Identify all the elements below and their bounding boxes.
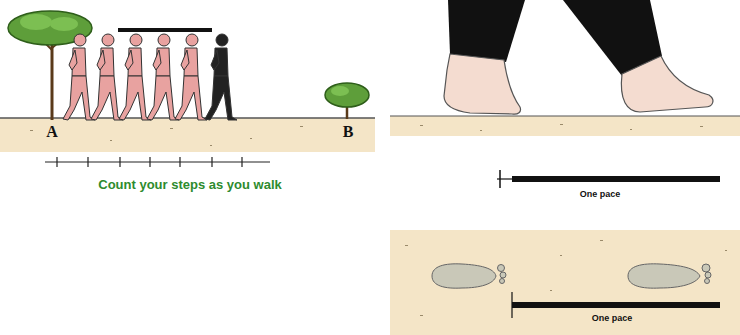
bush (325, 83, 369, 119)
footprints (432, 264, 711, 288)
ground-speckles (405, 240, 727, 316)
point-label: A (46, 123, 58, 141)
walking-legs (444, 0, 713, 114)
instruction-caption: Count your steps as you walk (98, 178, 282, 193)
ground-speckles (30, 126, 303, 146)
ground-line (0, 117, 375, 119)
ground-line (390, 115, 740, 116)
pace-label: One pace (592, 313, 633, 323)
ground-panel (390, 230, 740, 335)
step-scale (45, 157, 270, 167)
pace-label: One pace (580, 189, 621, 199)
walkers (63, 34, 237, 120)
distance-bar (118, 28, 212, 32)
pace-bar (497, 170, 720, 188)
ground-band (0, 118, 375, 152)
ground-band (390, 116, 740, 136)
ground-speckles (420, 124, 703, 131)
point-label: B (343, 123, 354, 141)
